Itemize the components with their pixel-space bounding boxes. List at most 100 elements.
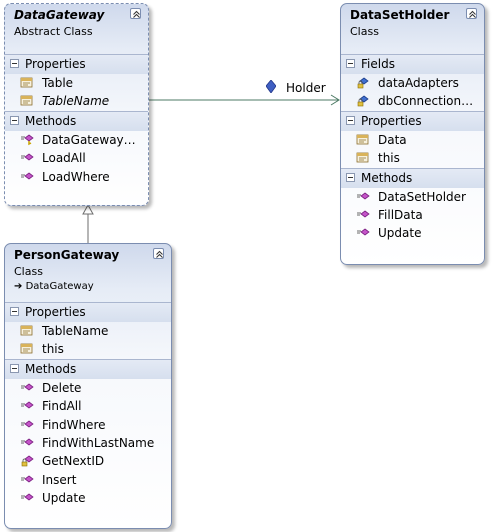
- collapse-chevron-icon[interactable]: [466, 8, 477, 19]
- section-methods[interactable]: Methods: [341, 167, 484, 188]
- property-name: TableName: [42, 94, 110, 109]
- section-properties[interactable]: Properties: [5, 54, 148, 74]
- field-item[interactable]: dbConnection…: [341, 92, 484, 110]
- method-item[interactable]: Update: [5, 489, 171, 507]
- property-item[interactable]: Table: [5, 74, 148, 92]
- method-icon: [20, 381, 34, 395]
- field-name: dataAdapters: [378, 76, 459, 90]
- association-arrowhead: [330, 94, 340, 106]
- collapse-toggle-icon[interactable]: [10, 59, 19, 68]
- collapse-toggle-icon[interactable]: [346, 172, 355, 182]
- section-fields[interactable]: Fields: [341, 54, 484, 74]
- method-name: Insert: [42, 472, 77, 487]
- property-item[interactable]: TableName: [5, 92, 148, 110]
- class-data-set-holder[interactable]: DataSetHolder Class Fields dataAdapters …: [340, 3, 485, 265]
- section-properties[interactable]: Properties: [341, 110, 484, 131]
- method-icon: [20, 151, 34, 165]
- property-icon: [356, 151, 370, 165]
- method-name: GetNextID: [42, 454, 105, 469]
- class-stereotype: Abstract Class: [14, 25, 93, 38]
- method-icon: [20, 399, 34, 413]
- method-item[interactable]: FindWhere: [5, 416, 171, 434]
- section-label: Methods: [25, 361, 77, 376]
- section-properties[interactable]: Properties: [5, 302, 171, 322]
- method-name: LoadWhere: [42, 169, 110, 184]
- method-name: Update: [378, 226, 422, 241]
- property-name: this: [42, 342, 64, 357]
- collapse-chevron-icon[interactable]: [153, 248, 164, 259]
- collapse-toggle-icon[interactable]: [10, 363, 19, 373]
- property-name: Data: [378, 132, 407, 147]
- method-item[interactable]: FillData: [341, 206, 484, 224]
- method-name: FindWhere: [42, 417, 106, 432]
- association-property-icon: [265, 79, 277, 96]
- collapse-chevron-icon[interactable]: [130, 8, 141, 19]
- inheritance-arrowhead: [82, 203, 94, 215]
- method-name: Delete: [42, 380, 82, 395]
- private-method-icon: [20, 454, 34, 468]
- association-label[interactable]: Holder: [286, 81, 326, 95]
- method-icon: [356, 208, 370, 222]
- collapse-toggle-icon[interactable]: [346, 59, 355, 68]
- class-stereotype: Class: [14, 265, 43, 278]
- method-icon: [356, 226, 370, 240]
- inherits-arrow-icon: ➔: [14, 281, 26, 292]
- method-name: DataSetHolder: [378, 189, 466, 204]
- collapse-toggle-icon[interactable]: [10, 115, 19, 125]
- method-icon: [356, 190, 370, 204]
- method-name: DataGateway…: [42, 132, 136, 147]
- property-icon: [20, 342, 34, 356]
- section-methods[interactable]: Methods: [5, 110, 148, 131]
- method-item[interactable]: Insert: [5, 471, 171, 489]
- class-data-gateway[interactable]: DataGateway Abstract Class Properties Ta…: [4, 3, 149, 206]
- section-label: Fields: [361, 57, 395, 71]
- property-icon: [20, 324, 34, 338]
- class-name: DataGateway: [14, 8, 105, 22]
- class-header: DataSetHolder Class: [341, 4, 484, 54]
- method-item[interactable]: Delete: [5, 379, 171, 397]
- property-icon: [20, 94, 34, 108]
- method-item[interactable]: LoadAll: [5, 149, 148, 167]
- class-person-gateway[interactable]: PersonGateway Class ➔ DataGateway Proper…: [4, 243, 172, 529]
- method-item[interactable]: LoadWhere: [5, 168, 148, 186]
- method-icon: [20, 436, 34, 450]
- property-name: this: [378, 151, 400, 166]
- collapse-toggle-icon[interactable]: [346, 115, 355, 125]
- method-item[interactable]: FindWithLastName: [5, 434, 171, 452]
- method-item[interactable]: GetNextID: [5, 452, 171, 470]
- field-item[interactable]: dataAdapters: [341, 74, 484, 92]
- section-label: Properties: [25, 305, 86, 319]
- method-name: Update: [42, 491, 86, 506]
- property-name: Table: [42, 76, 74, 90]
- section-label: Methods: [361, 170, 413, 185]
- property-item[interactable]: Data: [341, 131, 484, 149]
- method-name: FindAll: [42, 399, 82, 414]
- section-methods[interactable]: Methods: [5, 358, 171, 379]
- method-icon: [20, 170, 34, 184]
- base-class-name: DataGateway: [25, 281, 94, 292]
- section-label: Methods: [25, 113, 77, 128]
- property-name: TableName: [42, 324, 109, 338]
- property-item[interactable]: this: [341, 149, 484, 167]
- class-header: DataGateway Abstract Class: [5, 4, 148, 54]
- method-name: LoadAll: [42, 151, 86, 166]
- property-icon: [20, 76, 34, 90]
- class-name: DataSetHolder: [350, 8, 450, 22]
- method-icon: [20, 473, 34, 487]
- method-name: FindWithLastName: [42, 435, 155, 450]
- collapse-toggle-icon[interactable]: [10, 307, 19, 316]
- method-item[interactable]: DataGateway…: [5, 131, 148, 149]
- method-item[interactable]: FindAll: [5, 397, 171, 415]
- property-item[interactable]: TableName: [5, 322, 171, 340]
- class-stereotype: Class: [350, 25, 379, 38]
- method-item[interactable]: DataSetHolder: [341, 188, 484, 206]
- private-field-icon: [356, 94, 370, 108]
- field-name: dbConnection…: [378, 94, 474, 109]
- property-item[interactable]: this: [5, 340, 171, 358]
- protected-method-icon: [20, 133, 34, 147]
- private-field-icon: [356, 76, 370, 90]
- method-item[interactable]: Update: [341, 224, 484, 242]
- section-label: Properties: [25, 57, 86, 71]
- class-header: PersonGateway Class ➔ DataGateway: [5, 244, 171, 302]
